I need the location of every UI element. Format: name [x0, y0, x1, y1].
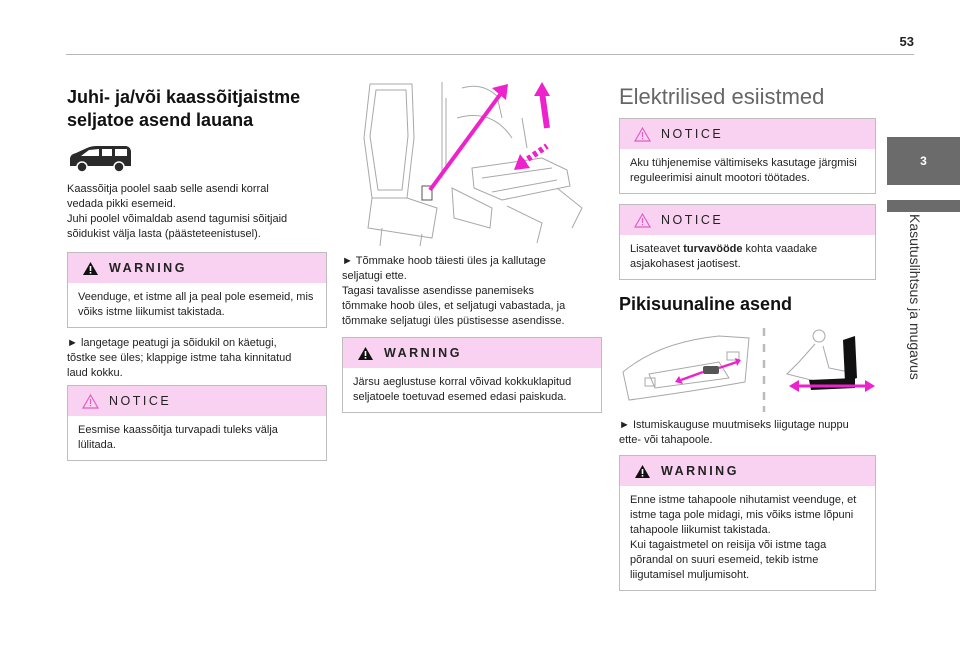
subsection-title: Pikisuunaline asend	[619, 294, 793, 314]
notice-text-before: Lisateavet	[630, 243, 684, 255]
chapter-title: Kasutuslihtsus ja mugavus	[907, 214, 923, 380]
section-title-line1: Juhi- ja/või kaassõitjaistme	[67, 87, 301, 107]
seatbelts-reference-link[interactable]: turvavööde	[683, 243, 743, 255]
step-paragraph: ► Tõmmake hoob täiesti üles ja kallutage…	[342, 255, 566, 327]
notice-box-header: NOTICE	[620, 119, 875, 149]
notice-text: Aku tühjenemise vältimiseks kasutage jär…	[630, 157, 857, 184]
notice-box-header: NOTICE	[620, 205, 875, 235]
page-number: 53	[899, 34, 914, 49]
notice-text: Eesmise kaassõitja turvapadi tuleks välj…	[78, 424, 278, 451]
notice-box-battery: NOTICE Aku tühjenemise vältimiseks kasut…	[619, 118, 876, 194]
notice-label: NOTICE	[661, 127, 724, 141]
notice-text: Lisateavet turvavööde kohta vaadake asja…	[620, 235, 875, 279]
header-divider	[66, 54, 914, 55]
warning-box-header: WARNING	[620, 456, 875, 486]
chapter-tab-number: 3	[920, 154, 927, 168]
warning-text: Enne istme tahapoole nihutamist veenduge…	[630, 494, 857, 581]
warning-label: WARNING	[661, 464, 739, 478]
longitudinal-adjust-illustration	[622, 328, 875, 412]
warning-box-header: WARNING	[343, 338, 601, 368]
notice-box: NOTICE Eesmise kaassõitja turvapadi tule…	[67, 385, 327, 461]
notice-label: NOTICE	[109, 394, 172, 408]
seat-fold-illustration	[363, 82, 583, 247]
van-icon	[70, 146, 131, 173]
warning-box: WARNING Järsu aeglustuse korral võivad k…	[342, 337, 602, 413]
warning-triangle-icon	[635, 464, 650, 478]
warning-box: WARNING Enne istme tahapoole nihutamist …	[619, 455, 876, 591]
notice-triangle-icon	[634, 212, 651, 228]
section-title: Juhi- ja/või kaassõitjaistme seljatoe as…	[67, 86, 327, 132]
warning-triangle-icon	[83, 261, 98, 275]
intro-paragraph: Kaassõitja poolel saab selle asendi korr…	[67, 183, 288, 240]
chapter-marker	[887, 200, 960, 212]
notice-triangle-icon	[82, 393, 99, 409]
warning-box-header: WARNING	[68, 253, 326, 283]
warning-label: WARNING	[384, 346, 462, 360]
warning-text: Järsu aeglustuse korral võivad kokkuklap…	[353, 376, 572, 403]
notice-label: NOTICE	[661, 213, 724, 227]
warning-text: Veenduge, et istme all ja peal pole esem…	[78, 291, 314, 318]
notice-box-seatbelts: NOTICE Lisateavet turvavööde kohta vaada…	[619, 204, 876, 280]
notice-box-header: NOTICE	[68, 386, 326, 416]
step-paragraph: ► langetage peatugi ja sõidukil on käetu…	[67, 337, 292, 379]
notice-triangle-icon	[634, 126, 651, 142]
section-title-line2: seljatoe asend lauana	[67, 110, 254, 130]
section-title: Elektrilised esiistmed	[619, 84, 825, 109]
chapter-tab[interactable]	[887, 137, 960, 185]
warning-box: WARNING Veenduge, et istme all ja peal p…	[67, 252, 327, 328]
step-paragraph: ► Istumiskauguse muutmiseks liigutage nu…	[619, 419, 849, 446]
warning-label: WARNING	[109, 261, 187, 275]
notice-text-after: kohta vaadake asjakohasest jaotisest.	[630, 243, 818, 270]
warning-triangle-icon	[358, 346, 373, 360]
